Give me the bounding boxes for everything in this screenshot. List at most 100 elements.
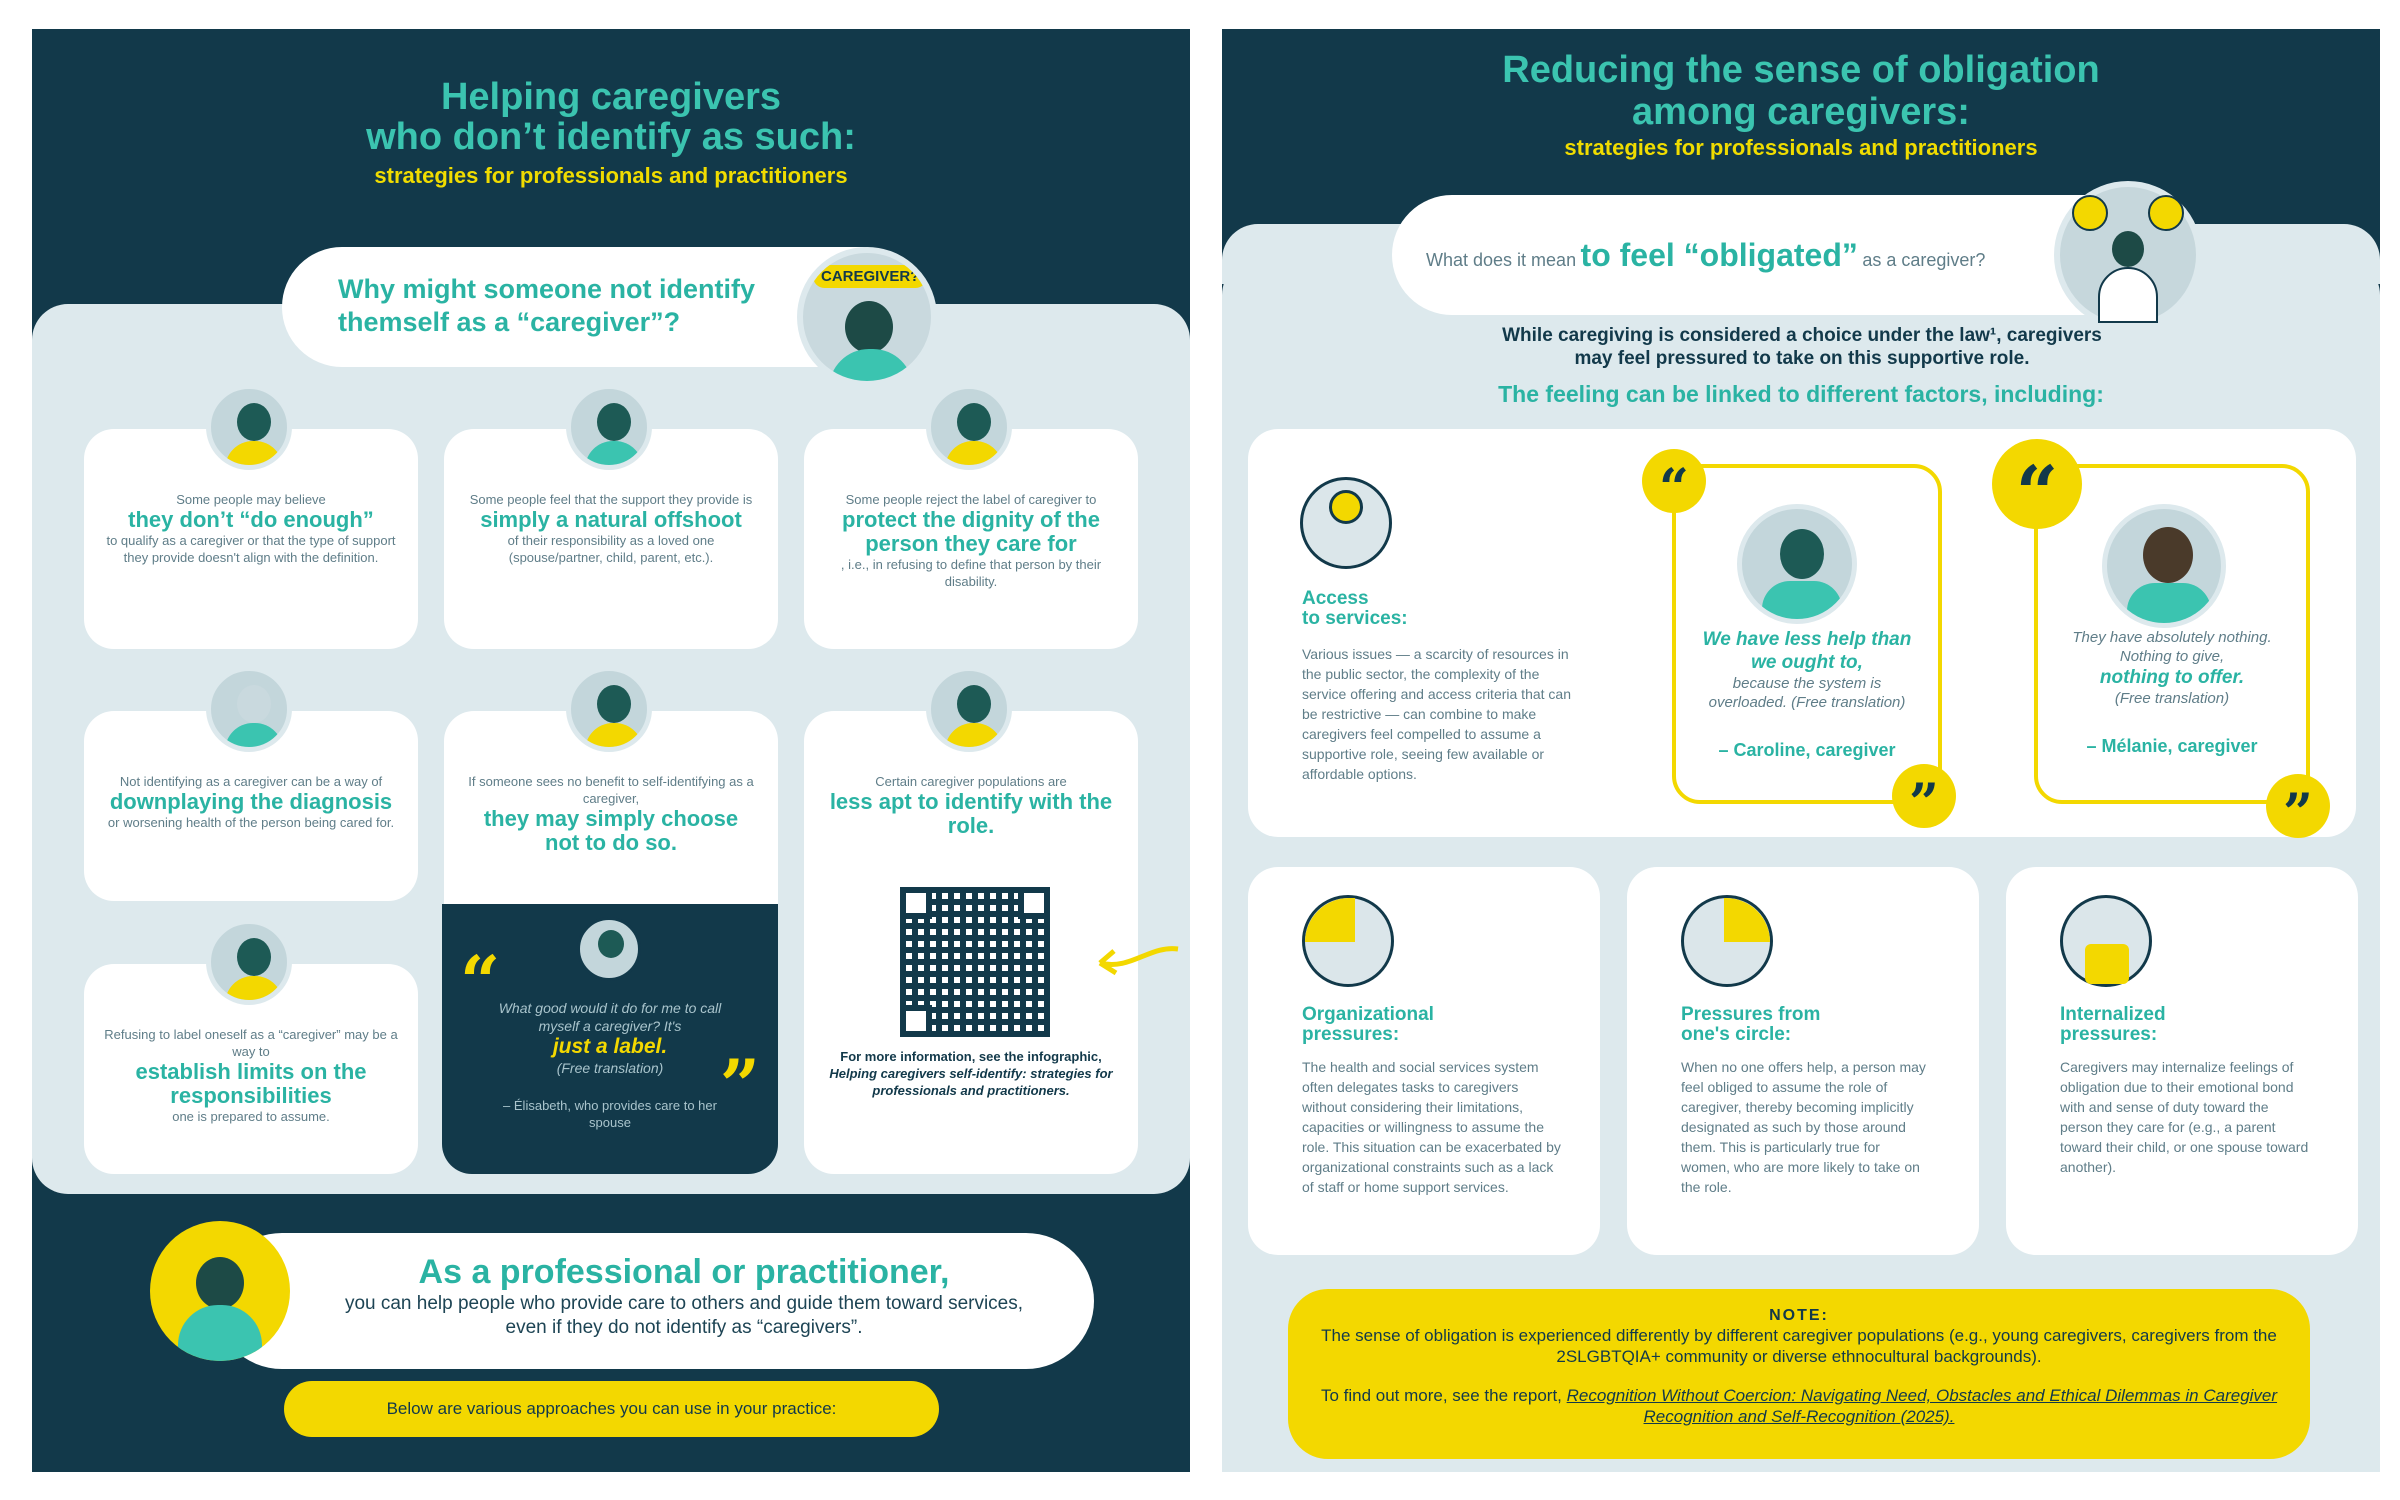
arrow-icon bbox=[1098, 946, 1179, 976]
organizational-box: Organizational pressures: The health and… bbox=[1248, 867, 1600, 1255]
internalized-text: Caregivers may internalize feelings of o… bbox=[2060, 1059, 2309, 1175]
question-line1: Why might someone not identify bbox=[338, 274, 755, 304]
pointing-hands-icon bbox=[1681, 895, 1773, 987]
left-infographic: Helping caregivers who don’t identify as… bbox=[32, 29, 1190, 1472]
card7-post: one is prepared to assume. bbox=[172, 1109, 330, 1124]
access-label: Access to services: bbox=[1302, 589, 1408, 629]
obligation-intro: While caregiving is considered a choice … bbox=[1372, 324, 2232, 370]
organizational-label: Organizational pressures: bbox=[1302, 1005, 1434, 1045]
quote-close-icon: ” bbox=[1892, 764, 1956, 834]
quote-close-icon: ” bbox=[719, 1044, 760, 1127]
quote-highlight: just a label. bbox=[552, 1035, 668, 1058]
org-label-line1: Organizational bbox=[1302, 1004, 1434, 1025]
melanie-translation: (Free translation) bbox=[2114, 690, 2230, 707]
org-label-line2: pressures: bbox=[1302, 1024, 1400, 1045]
factors-heading: The feeling can be linked to different f… bbox=[1498, 381, 2104, 407]
obligation-pre: What does it mean bbox=[1426, 250, 1577, 270]
card4-post: or worsening health of the person being … bbox=[107, 815, 395, 830]
card6-highlight: less apt to identify with the role. bbox=[829, 789, 1113, 838]
right-infographic: Reducing the sense of obligation among c… bbox=[1222, 29, 2380, 1472]
elisabeth-avatar bbox=[577, 917, 641, 981]
melanie-avatar bbox=[2102, 504, 2226, 628]
caroline-highlight: We have less help than we ought to, bbox=[1702, 629, 1912, 673]
card7-highlight: establish limits on the responsibilities bbox=[135, 1059, 367, 1108]
left-subtitle: strategies for professionals and practit… bbox=[374, 163, 848, 188]
circle-box: Pressures from one's circle: When no one… bbox=[1627, 867, 1979, 1255]
quote-attribution: – Élisabeth, who provides care to her sp… bbox=[503, 1098, 717, 1130]
access-label-line1: Access bbox=[1302, 588, 1369, 609]
left-title-line1: Helping caregivers bbox=[440, 76, 782, 118]
access-text: Various issues — a scarcity of resources… bbox=[1302, 646, 1571, 782]
professional-pill: As a professional or practitioner, you c… bbox=[214, 1233, 1094, 1369]
internal-label-line1: Internalized bbox=[2060, 1004, 2166, 1025]
report-link[interactable]: Recognition Without Coercion: Navigating… bbox=[1566, 1386, 2278, 1426]
melanie-attribution: – Mélanie, caregiver bbox=[2086, 736, 2258, 756]
reason-card-6: Certain caregiver populations are less a… bbox=[804, 711, 1138, 1174]
obligation-post: as a caregiver? bbox=[1862, 250, 1986, 270]
circle-label: Pressures from one's circle: bbox=[1681, 1005, 1820, 1045]
card2-pre: Some people feel that the support they p… bbox=[469, 492, 753, 507]
quote-close-icon: ” bbox=[2266, 774, 2330, 844]
quote-open-icon: “ bbox=[460, 940, 501, 1023]
card3-pre: Some people reject the label of caregive… bbox=[845, 492, 1097, 507]
reason-card-3: Some people reject the label of caregive… bbox=[804, 429, 1138, 649]
caroline-text: because the system is overloaded. (Free … bbox=[1708, 675, 1906, 711]
caroline-attribution: – Caroline, caregiver bbox=[1718, 740, 1896, 760]
caregiver-tag: CAREGIVER? bbox=[813, 265, 928, 288]
quote-card: “ What good would it do for me to call m… bbox=[442, 904, 778, 1174]
note-title: NOTE: bbox=[1769, 1307, 1829, 1324]
professional-heading: As a professional or practitioner, bbox=[418, 1253, 950, 1291]
left-title: Helping caregivers who don’t identify as… bbox=[32, 77, 1190, 157]
quote-open-icon: “ bbox=[1642, 449, 1706, 519]
more-info-title: Helping caregivers self-identify: strate… bbox=[829, 1066, 1113, 1098]
left-title-line2: who don’t identify as such: bbox=[366, 116, 856, 158]
note-link-line: To find out more, see the report, Recogn… bbox=[1288, 1385, 2310, 1427]
card3-highlight: protect the dignity of the person they c… bbox=[842, 507, 1100, 556]
organizational-icon bbox=[1302, 895, 1394, 987]
intro-line2: may feel pressured to take on this suppo… bbox=[1574, 348, 2030, 369]
reason-card-7: Refusing to label oneself as a “caregive… bbox=[84, 964, 418, 1174]
right-title-line2: among caregivers: bbox=[1632, 91, 1970, 133]
intro-line1: While caregiving is considered a choice … bbox=[1502, 325, 2102, 346]
person-avatar-2 bbox=[566, 384, 652, 470]
right-title-line1: Reducing the sense of obligation bbox=[1502, 49, 2100, 91]
quote-open-icon: “ bbox=[1992, 439, 2082, 537]
professional-text: you can help people who provide care to … bbox=[344, 1293, 1024, 1338]
internalized-box: Internalized pressures: Caregivers may i… bbox=[2006, 867, 2358, 1255]
obligation-highlight: to feel “obligated” bbox=[1580, 237, 1858, 273]
card5-highlight: they may simply choose not to do so. bbox=[483, 806, 739, 855]
card2-highlight: simply a natural offshoot bbox=[480, 507, 742, 532]
card1-highlight: they don’t “do enough” bbox=[128, 507, 374, 532]
card4-pre: Not identifying as a caregiver can be a … bbox=[119, 774, 383, 789]
organizational-text: The health and social services system of… bbox=[1302, 1059, 1561, 1195]
card1-pre: Some people may believe bbox=[176, 492, 326, 507]
more-info-prefix: For more information, see the infographi… bbox=[840, 1049, 1102, 1064]
card6-pre: Certain caregiver populations are bbox=[875, 774, 1067, 789]
circle-text: When no one offers help, a person may fe… bbox=[1681, 1059, 1926, 1195]
person-avatar-1 bbox=[206, 384, 292, 470]
quote-translation: (Free translation) bbox=[556, 1060, 664, 1076]
card5-pre: If someone sees no benefit to self-ident… bbox=[468, 774, 754, 806]
person-avatar-5 bbox=[566, 666, 652, 752]
right-subtitle: strategies for professionals and practit… bbox=[1564, 135, 2038, 160]
group-avatar bbox=[926, 666, 1012, 752]
circle-label-line2: one's circle: bbox=[1681, 1024, 1792, 1045]
melanie-text: They have absolutely nothing. Nothing to… bbox=[2072, 629, 2272, 665]
card1-post: to qualify as a caregiver or that the ty… bbox=[106, 533, 396, 565]
right-title: Reducing the sense of obligation among c… bbox=[1222, 49, 2380, 133]
caroline-avatar bbox=[1737, 504, 1857, 624]
card4-highlight: downplaying the diagnosis bbox=[109, 789, 393, 814]
person-avatar-4 bbox=[206, 666, 292, 752]
card2-post: of their responsibility as a loved one (… bbox=[507, 533, 715, 565]
quote-text: What good would it do for me to call mys… bbox=[498, 1000, 722, 1034]
obligation-question-pill: What does it mean to feel “obligated” as… bbox=[1392, 195, 2182, 315]
melanie-highlight: nothing to offer. bbox=[2099, 667, 2245, 688]
qr-code[interactable] bbox=[900, 887, 1050, 1037]
caregiver-avatar: CAREGIVER? bbox=[797, 247, 937, 387]
question-line2: themself as a “caregiver”? bbox=[338, 307, 681, 337]
obligated-person-avatar bbox=[2054, 181, 2202, 329]
internalized-icon bbox=[2060, 895, 2152, 987]
no-access-icon bbox=[1300, 477, 1392, 569]
note-link-prefix: To find out more, see the report, bbox=[1320, 1386, 1562, 1405]
note-box: NOTE: The sense of obligation is experie… bbox=[1288, 1289, 2310, 1459]
